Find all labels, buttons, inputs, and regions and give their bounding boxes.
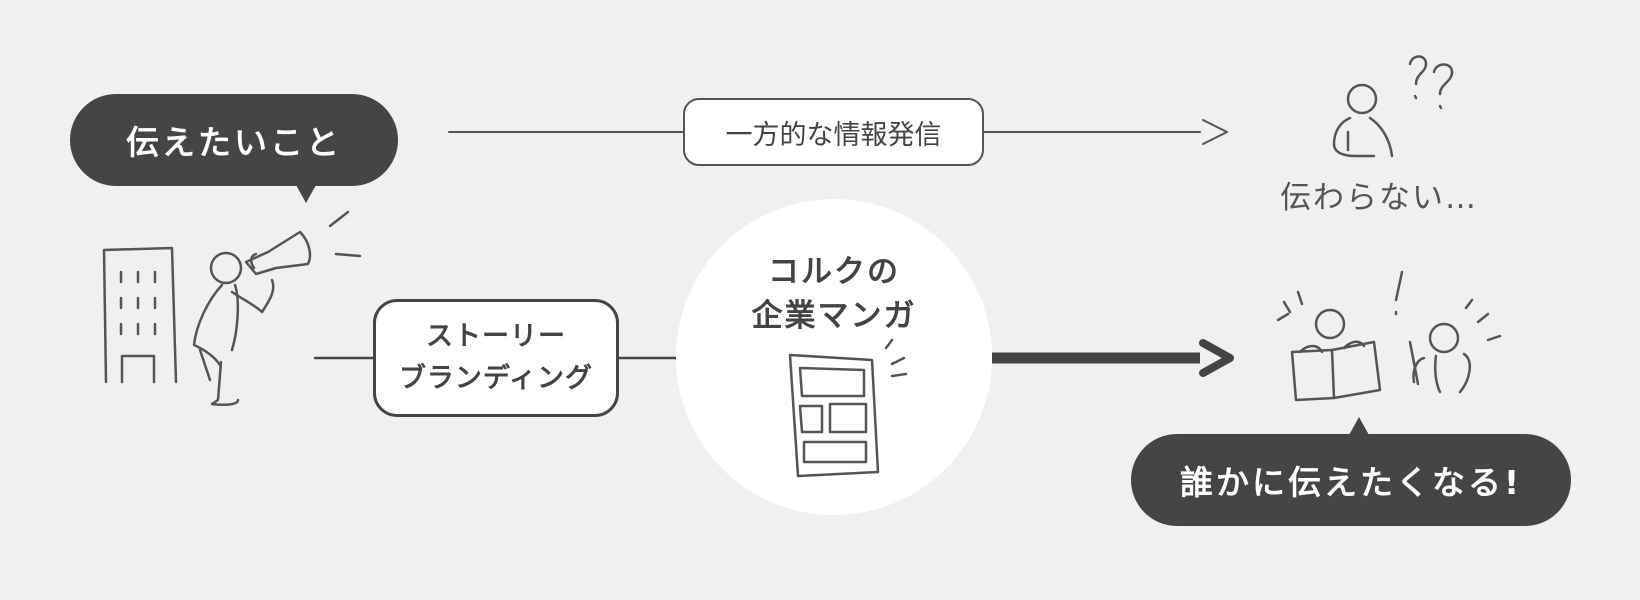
center-title-line1: コルクの [768, 254, 900, 290]
speech-right-text: 誰かに伝えたくなる! [1179, 463, 1523, 502]
one-way-info-text: 一方的な情報発信 [725, 119, 942, 151]
confused-person-icon [1332, 55, 1454, 158]
not-reaching-text: 伝わらない… [1280, 180, 1478, 216]
excited-people-icon [1276, 270, 1502, 402]
one-way-info-label: 一方的な情報発信 [683, 98, 984, 166]
story-branding-line1: ストーリー [426, 321, 566, 352]
speech-left-text: 伝えたいこと [126, 123, 342, 162]
speech-right-tail [1349, 417, 1369, 435]
megaphone-person-icon [192, 210, 362, 407]
story-branding-line2: ブランディング [398, 363, 594, 394]
speech-left-tail [296, 185, 316, 203]
thick-arrow [992, 339, 1234, 377]
speech-bubble-left: 伝えたいこと [70, 94, 398, 203]
speech-bubble-right: 誰かに伝えたくなる! [1131, 417, 1571, 526]
story-branding-box: ストーリー ブランディング [373, 299, 619, 417]
one-way-arrow [448, 119, 1228, 145]
center-title-line2: 企業マンガ [751, 298, 917, 334]
building-icon [102, 246, 178, 384]
